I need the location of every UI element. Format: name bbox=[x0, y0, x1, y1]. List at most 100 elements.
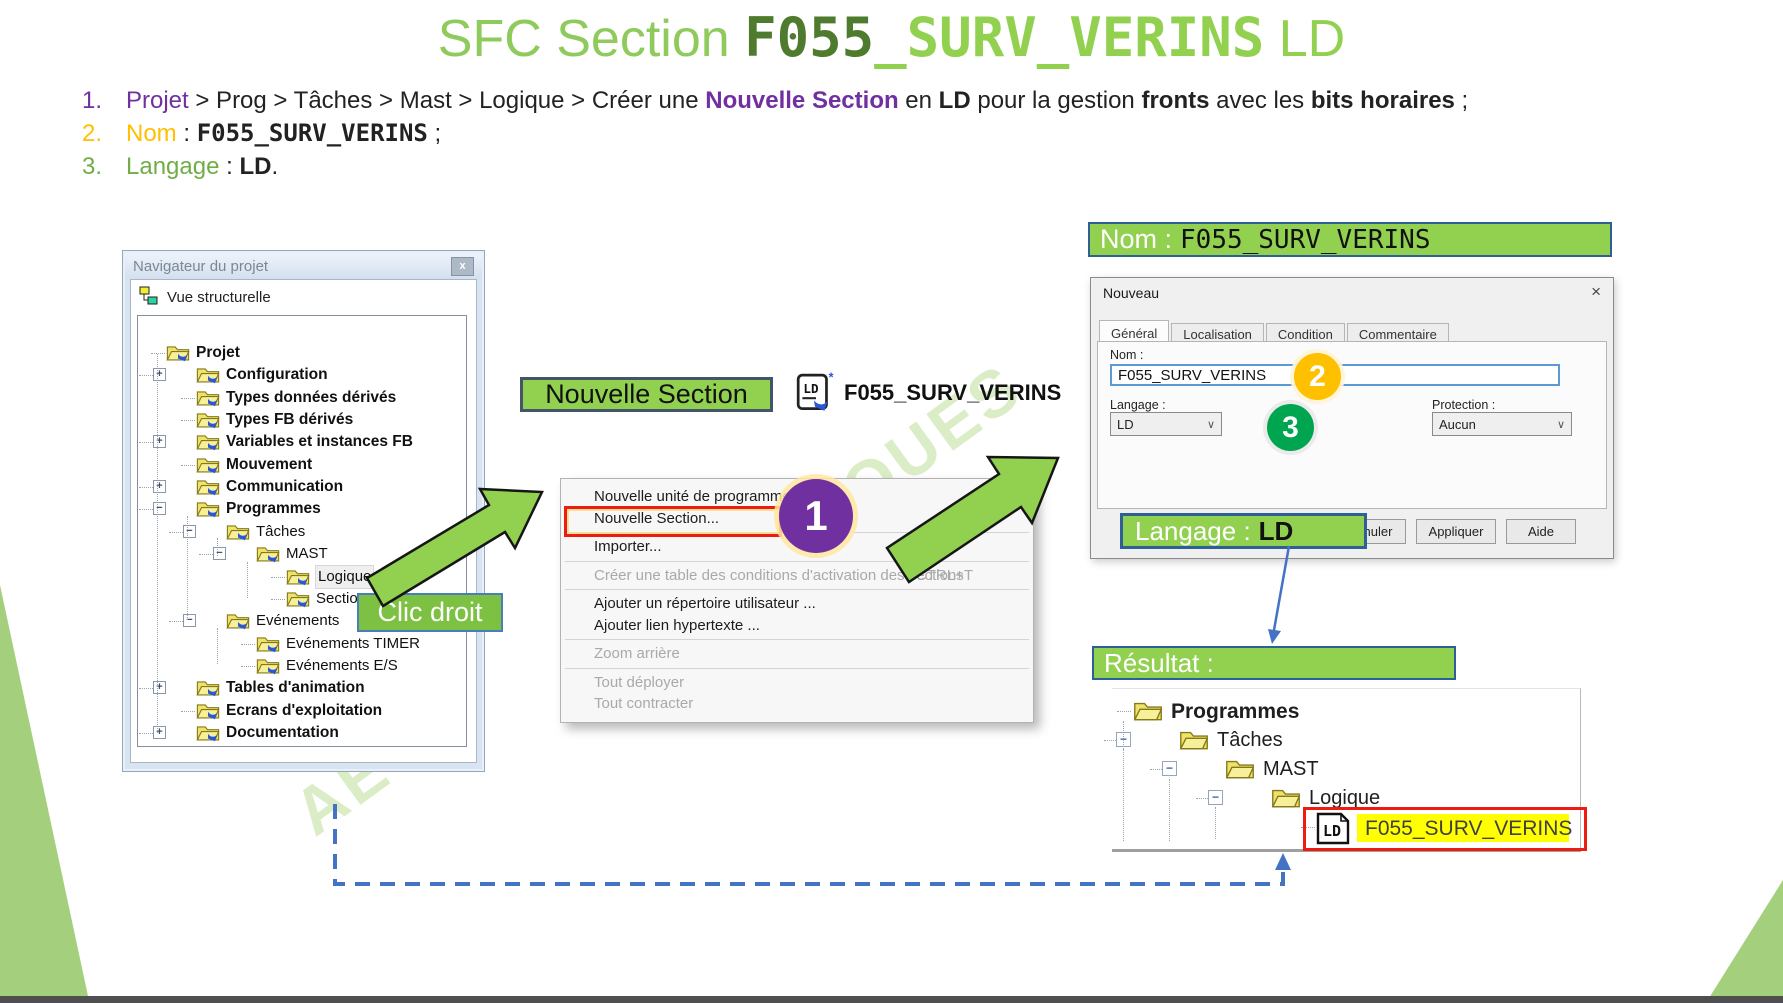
tree-item-label: MAST bbox=[286, 545, 328, 563]
tree-connector bbox=[1104, 740, 1118, 741]
title-name-dark: F055 bbox=[744, 6, 875, 69]
tree-item-t-ches[interactable]: − Tâches bbox=[140, 521, 464, 543]
nom-input-value: F055_SURV_VERINS bbox=[1118, 366, 1267, 384]
menu-item-nouvelle-unit-de-programme[interactable]: Nouvelle unité de programme... bbox=[561, 486, 1033, 508]
tree-connector bbox=[241, 643, 255, 645]
tree-guide-line bbox=[217, 628, 218, 664]
plus-toggle-icon[interactable]: + bbox=[153, 368, 166, 382]
step-text-segment: ; bbox=[1454, 87, 1469, 114]
step-text-segment: avec les bbox=[1209, 87, 1311, 114]
tree-item-communication[interactable]: + Communication bbox=[139, 476, 464, 498]
tree-connector bbox=[139, 375, 153, 377]
step-item: 3.Langage : LD. bbox=[82, 150, 1742, 183]
result-tree-item-t-ches[interactable]: − Tâches bbox=[1104, 726, 1580, 755]
step-text-segment: LD bbox=[239, 153, 272, 180]
section-highlight[interactable]: F055_SURV_VERINS bbox=[1357, 814, 1572, 842]
minus-toggle-icon[interactable]: − bbox=[183, 614, 196, 628]
tree-guide-line bbox=[157, 354, 158, 733]
step-text-segment: LD bbox=[938, 87, 971, 114]
navigator-titlebar[interactable]: Navigateur du projet x bbox=[125, 253, 482, 279]
close-icon[interactable]: x bbox=[451, 256, 474, 276]
tree-item-ev-nements-timer[interactable]: Evénements TIMER bbox=[140, 633, 464, 655]
folder-icon bbox=[196, 723, 220, 746]
protection-dropdown[interactable]: Aucun ∨ bbox=[1432, 412, 1572, 436]
menu-separator bbox=[565, 639, 1029, 640]
tree-item-tables-d-animation[interactable]: + Tables d'animation bbox=[139, 677, 464, 699]
tree-item-label: Variables et instances FB bbox=[226, 433, 413, 451]
nom-banner-label: Nom : bbox=[1100, 224, 1173, 254]
tree-item-projet[interactable]: Projet bbox=[140, 342, 464, 364]
minus-toggle-icon[interactable]: − bbox=[1162, 761, 1177, 776]
folder-icon bbox=[226, 522, 250, 548]
tree-item-logique[interactable]: Logique bbox=[140, 564, 464, 589]
step-marker-2: 2 bbox=[1294, 353, 1341, 400]
dashed-connector-arrowhead bbox=[1275, 853, 1291, 870]
tree-connector bbox=[241, 665, 255, 667]
tree-guide-line bbox=[187, 516, 188, 620]
tree-connector bbox=[151, 353, 165, 354]
folder-icon bbox=[166, 343, 190, 369]
tab-localisation[interactable]: Localisation bbox=[1171, 323, 1264, 345]
plus-toggle-icon[interactable]: + bbox=[153, 681, 166, 695]
step-number: 3. bbox=[82, 153, 103, 180]
structural-view-label: Vue structurelle bbox=[167, 288, 271, 306]
step-text-segment: : bbox=[219, 153, 240, 180]
plus-toggle-icon[interactable]: + bbox=[153, 435, 166, 449]
menu-item-importer[interactable]: Importer... bbox=[561, 536, 1033, 558]
minus-toggle-icon[interactable]: − bbox=[1208, 790, 1223, 805]
close-icon[interactable]: × bbox=[1591, 282, 1601, 301]
step-marker-3: 3 bbox=[1267, 404, 1314, 451]
folder-icon bbox=[1271, 786, 1301, 818]
tree-item-programmes[interactable]: − Programmes bbox=[139, 498, 464, 520]
tab-commentaire[interactable]: Commentaire bbox=[1346, 323, 1449, 345]
ld-file-icon: LD bbox=[1315, 812, 1351, 854]
tree-item-label: Communication bbox=[226, 478, 344, 496]
tree-connector bbox=[139, 487, 153, 489]
plus-toggle-icon[interactable]: + bbox=[153, 480, 166, 494]
minus-toggle-icon[interactable]: − bbox=[153, 502, 166, 516]
langage-dropdown-value: LD bbox=[1117, 416, 1134, 432]
appliquer-button[interactable]: Appliquer bbox=[1416, 519, 1496, 544]
minus-toggle-icon[interactable]: − bbox=[213, 547, 226, 561]
instruction-list: 1.Projet > Prog > Tâches > Mast > Logiqu… bbox=[82, 84, 1742, 183]
menu-item-ajouter-un-r-pertoire-utilisateur[interactable]: Ajouter un répertoire utilisateur ... bbox=[561, 593, 1033, 615]
project-tree[interactable]: Projet+ Configuration Types données déri… bbox=[137, 315, 467, 747]
tree-connector bbox=[181, 420, 195, 422]
tree-connector bbox=[181, 397, 195, 399]
menu-item-ajouter-lien-hypertexte[interactable]: Ajouter lien hypertexte ... bbox=[561, 615, 1033, 637]
tree-item-types-donn-es-d-riv-s[interactable]: Types données dérivés bbox=[140, 387, 464, 409]
tab-condition[interactable]: Condition bbox=[1265, 323, 1345, 345]
tree-item-ev-nements[interactable]: − Evénements bbox=[140, 610, 464, 632]
menu-shortcut: CTRL+T bbox=[915, 566, 973, 584]
protection-field-label: Protection : bbox=[1432, 398, 1496, 412]
langage-field-label: Langage : bbox=[1110, 398, 1166, 412]
svg-text:LD: LD bbox=[1323, 822, 1341, 840]
tree-item-ecrans-d-exploitation[interactable]: Ecrans d'exploitation bbox=[140, 700, 464, 722]
aide-button[interactable]: Aide bbox=[1506, 519, 1576, 544]
tree-item-mouvement[interactable]: Mouvement bbox=[140, 454, 464, 476]
folder-icon bbox=[1179, 728, 1209, 760]
title-name-light: _SURV_VERINS bbox=[874, 6, 1265, 69]
result-tree-item-programmes[interactable]: Programmes bbox=[1112, 697, 1580, 726]
result-tree-item-logique[interactable]: − Logique bbox=[1112, 784, 1580, 813]
langage-dropdown[interactable]: LD ∨ bbox=[1110, 412, 1222, 436]
step-text-segment: fronts bbox=[1141, 87, 1210, 114]
step-text-segment: Projet bbox=[126, 87, 189, 114]
tree-item-label: Types FB dérivés bbox=[226, 411, 354, 429]
tree-item-variables-et-instances-fb[interactable]: + Variables et instances FB bbox=[139, 431, 464, 453]
menu-separator bbox=[565, 589, 1029, 590]
minus-toggle-icon[interactable]: − bbox=[183, 524, 196, 538]
menu-separator bbox=[565, 667, 1029, 669]
tree-item-mast[interactable]: − MAST bbox=[140, 543, 464, 565]
folder-icon bbox=[196, 410, 220, 436]
result-tree-item-f055-surv-verins[interactable]: LD F055_SURV_VERINS bbox=[1112, 807, 1587, 851]
tree-item-types-fb-d-riv-s[interactable]: Types FB dérivés bbox=[140, 409, 464, 431]
tree-item-documentation[interactable]: + Documentation bbox=[139, 722, 464, 746]
result-tree-item-mast[interactable]: − MAST bbox=[1112, 755, 1580, 784]
tree-item-configuration[interactable]: + Configuration bbox=[139, 364, 464, 386]
tree-connector bbox=[181, 464, 195, 466]
tree-item-ev-nements-e-s[interactable]: Evénements E/S bbox=[140, 655, 464, 677]
step-marker-1: 1 bbox=[779, 479, 853, 553]
step-text-segment: pour la gestion bbox=[970, 87, 1142, 114]
plus-toggle-icon[interactable]: + bbox=[153, 725, 166, 739]
